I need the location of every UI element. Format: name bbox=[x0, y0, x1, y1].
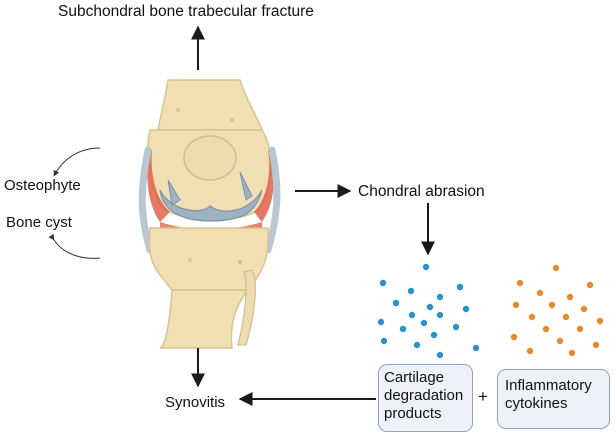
cytokines-box-line-2: cytokines bbox=[505, 395, 568, 412]
label-subchondral-fracture: Subchondral bone trabecular fracture bbox=[58, 3, 314, 20]
label-synovitis: Synovitis bbox=[165, 394, 226, 411]
inflammatory-cytokines-box: Inflammatory cytokines bbox=[497, 369, 610, 429]
cartilage-box-line-2: degradation bbox=[384, 387, 464, 404]
curved-arrow-bone-cyst bbox=[48, 233, 101, 259]
cartilage-box-line-3: products bbox=[384, 405, 442, 422]
label-bone-cyst: Bone cyst bbox=[6, 214, 72, 231]
knee-joint-illustration bbox=[138, 79, 281, 349]
plus-sign: + bbox=[478, 387, 488, 406]
cartilage-particles bbox=[377, 263, 480, 359]
curved-arrow-osteophyte bbox=[53, 147, 101, 177]
cartilage-degradation-box: Cartilage degradation products bbox=[378, 364, 473, 432]
cytokines-box-line-1: Inflammatory bbox=[505, 377, 592, 394]
cytokine-particles bbox=[510, 264, 604, 357]
cartilage-box-line-1: Cartilage bbox=[384, 369, 445, 386]
label-chondral-abrasion: Chondral abrasion bbox=[358, 183, 485, 200]
label-osteophyte: Osteophyte bbox=[4, 177, 81, 194]
